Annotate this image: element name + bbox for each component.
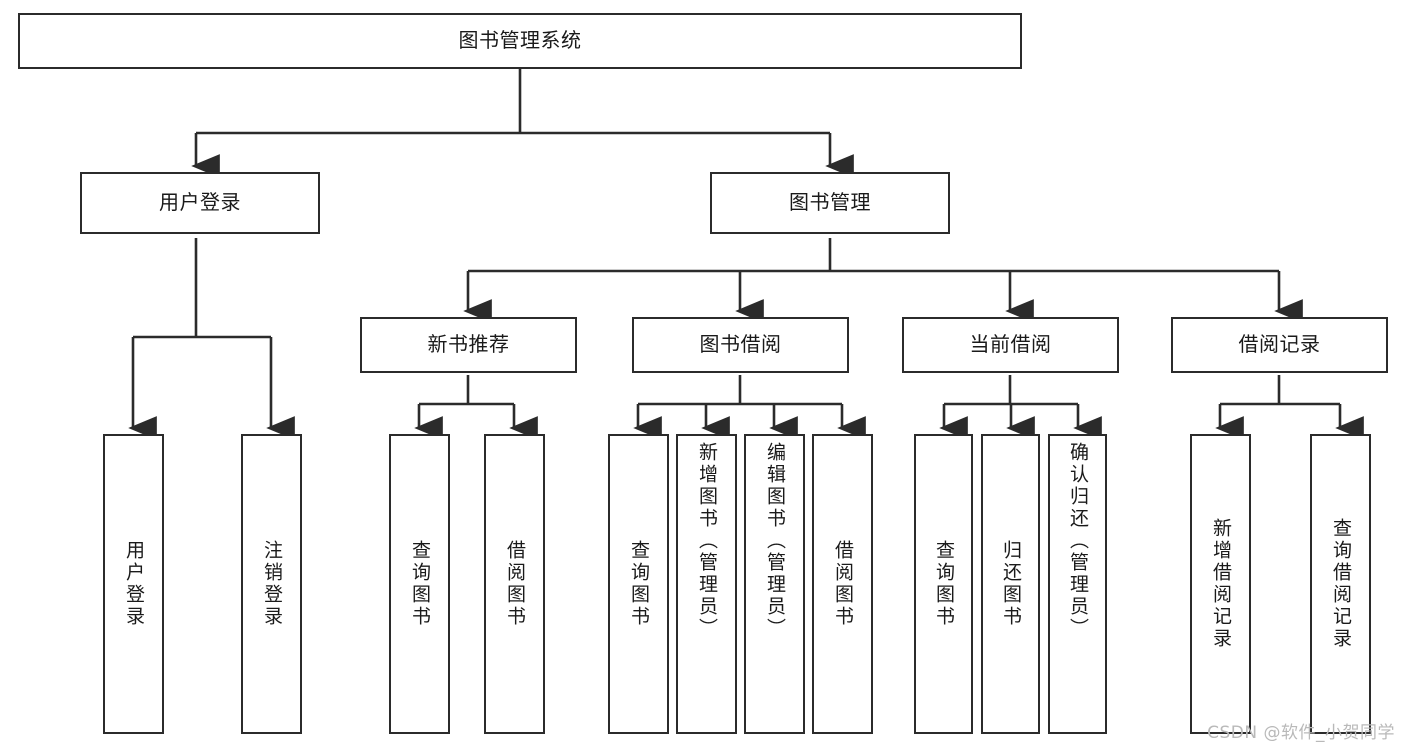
leaf-add-book[interactable]: 新增图书（管理员） <box>676 434 737 734</box>
leaf-borrow-book-2[interactable]: 借阅图书 <box>812 434 873 734</box>
node-book-borrow[interactable]: 图书借阅 <box>632 317 849 373</box>
leaf-return-book[interactable]: 归还图书 <box>981 434 1040 734</box>
node-current-borrow[interactable]: 当前借阅 <box>902 317 1119 373</box>
leaf-add-book-label: 新增图书（管理员） <box>696 442 718 640</box>
leaf-user-logout[interactable]: 注销登录 <box>241 434 302 734</box>
leaf-query-record[interactable]: 查询借阅记录 <box>1310 434 1371 734</box>
node-new-book-recommend[interactable]: 新书推荐 <box>360 317 577 373</box>
node-book-manage-label: 图书管理 <box>789 190 871 215</box>
node-borrow-record-label: 借阅记录 <box>1238 332 1321 357</box>
leaf-edit-book[interactable]: 编辑图书（管理员） <box>744 434 805 734</box>
leaf-return-book-label: 归还图书 <box>1000 540 1022 628</box>
leaf-confirm-return-label: 确认归还（管理员） <box>1067 442 1089 640</box>
leaf-user-login-label: 用户登录 <box>123 540 145 628</box>
node-user-login[interactable]: 用户登录 <box>80 172 320 234</box>
leaf-query-book-3-label: 查询图书 <box>933 540 955 628</box>
node-book-borrow-label: 图书借阅 <box>699 332 782 357</box>
leaf-query-book-2-label: 查询图书 <box>628 540 650 628</box>
leaf-query-book-1-label: 查询图书 <box>409 540 431 628</box>
leaf-user-login[interactable]: 用户登录 <box>103 434 164 734</box>
leaf-query-book-2[interactable]: 查询图书 <box>608 434 669 734</box>
watermark-text: CSDN @软件_小贺同学 <box>1207 723 1395 743</box>
leaf-user-logout-label: 注销登录 <box>261 540 283 628</box>
node-new-book-recommend-label: 新书推荐 <box>427 332 510 357</box>
leaf-borrow-book-2-label: 借阅图书 <box>832 540 854 628</box>
leaf-confirm-return[interactable]: 确认归还（管理员） <box>1048 434 1107 734</box>
leaf-edit-book-label: 编辑图书（管理员） <box>764 442 786 640</box>
leaf-add-record[interactable]: 新增借阅记录 <box>1190 434 1251 734</box>
node-borrow-record[interactable]: 借阅记录 <box>1171 317 1388 373</box>
leaf-add-record-label: 新增借阅记录 <box>1210 518 1232 650</box>
leaf-borrow-book-1-label: 借阅图书 <box>504 540 526 628</box>
leaf-query-record-label: 查询借阅记录 <box>1330 518 1352 650</box>
leaf-borrow-book-1[interactable]: 借阅图书 <box>484 434 545 734</box>
leaf-query-book-3[interactable]: 查询图书 <box>914 434 973 734</box>
node-book-manage[interactable]: 图书管理 <box>710 172 950 234</box>
node-current-borrow-label: 当前借阅 <box>969 332 1052 357</box>
node-root[interactable]: 图书管理系统 <box>18 13 1022 69</box>
leaf-query-book-1[interactable]: 查询图书 <box>389 434 450 734</box>
node-root-label: 图书管理系统 <box>458 28 582 53</box>
node-user-login-label: 用户登录 <box>159 190 241 215</box>
